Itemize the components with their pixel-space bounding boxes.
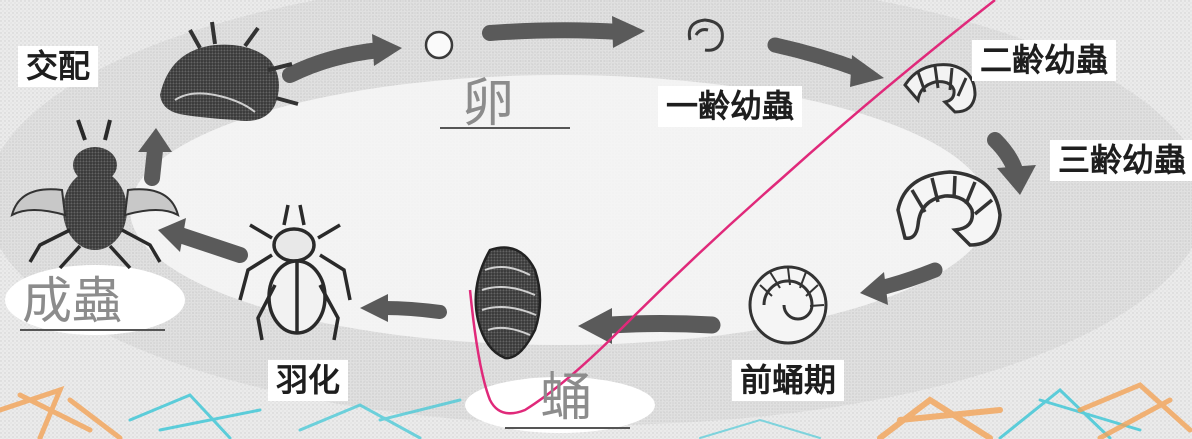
stage-label-egg: 卵 xyxy=(462,74,515,134)
larva-1-illustration xyxy=(687,18,724,52)
crayon-scribbles xyxy=(0,382,1192,439)
arrow-pupa-to-eclosion xyxy=(360,294,447,322)
handwriting-underlines xyxy=(20,127,630,429)
pen-line xyxy=(468,0,996,415)
arrow-mating-to-egg xyxy=(282,34,402,83)
arrow-larva2-to-larva3 xyxy=(987,132,1036,195)
eclosion-beetle-illustration xyxy=(238,204,352,341)
adult-label-oval xyxy=(5,265,185,335)
arrow-larva1-to-larva2 xyxy=(767,37,884,87)
egg-illustration xyxy=(424,30,454,60)
larva-3-illustration xyxy=(896,170,1002,247)
stage-label-eclosion: 羽化 xyxy=(268,360,349,401)
arrow-eclosion-to-adult xyxy=(158,218,248,263)
cycle-arrows xyxy=(138,16,1036,344)
stage-label-prepupa: 前蛹期 xyxy=(732,360,845,401)
arrow-larva3-to-prepupa xyxy=(860,262,943,305)
adult-beetle-illustration xyxy=(10,119,180,270)
stage-label-larva-1: 一齢幼蟲 xyxy=(658,86,803,127)
stage-label-pupa: 蛹 xyxy=(540,368,593,428)
stage-label-adult: 成蟲 xyxy=(22,272,122,330)
stage-label-mating: 交配 xyxy=(18,46,99,87)
mating-beetles-illustration xyxy=(160,21,299,122)
stage-label-larva-2: 二齢幼蟲 xyxy=(972,40,1117,81)
pupa-label-oval xyxy=(465,377,655,433)
arrow-egg-to-larva1 xyxy=(482,16,645,48)
prepupa-illustration xyxy=(748,265,828,345)
arrow-prepupa-to-pupa xyxy=(578,308,721,344)
arrow-adult-to-mating xyxy=(138,128,172,186)
pupa-illustration xyxy=(474,246,542,360)
larva-2-illustration xyxy=(903,63,977,114)
stage-label-larva-3: 三齢幼蟲 xyxy=(1050,140,1192,181)
